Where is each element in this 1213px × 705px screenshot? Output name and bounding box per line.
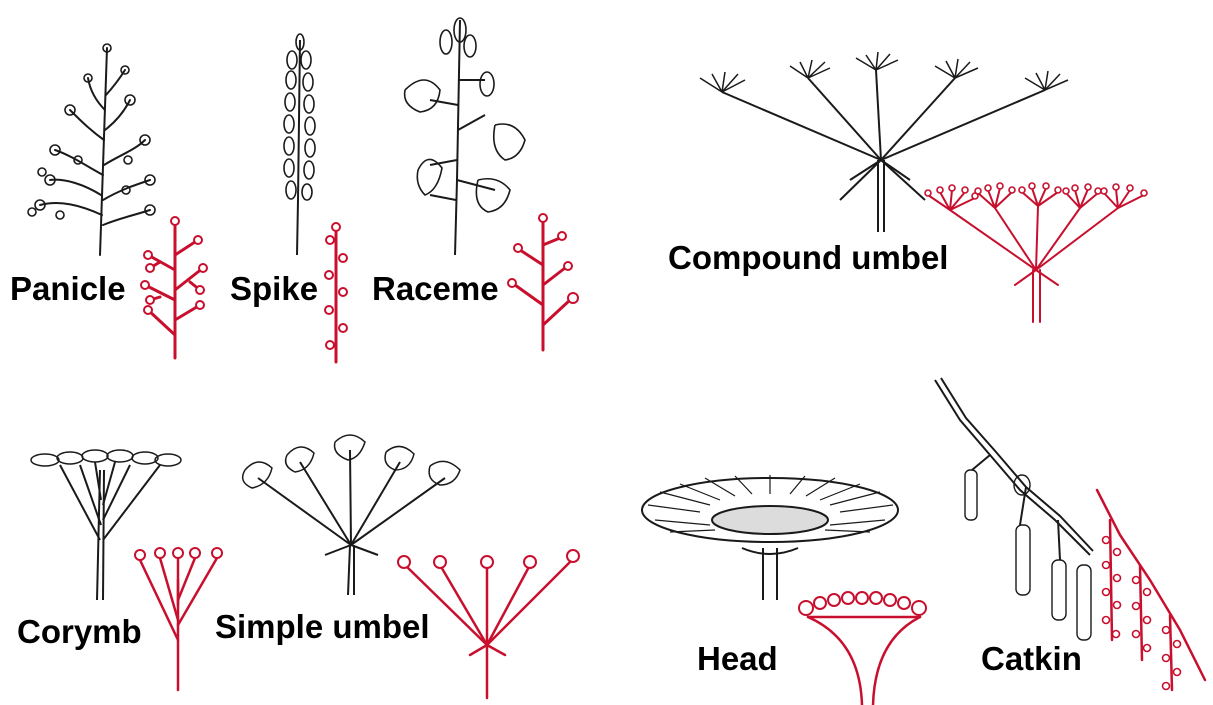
raceme-drawing xyxy=(405,18,525,255)
raceme-diagram xyxy=(508,214,578,350)
corymb-diagram xyxy=(135,548,222,690)
corymb-drawing xyxy=(31,450,181,600)
catkin-diagram xyxy=(1097,490,1205,690)
corymb-label: Corymb xyxy=(17,615,142,648)
catkin-drawing xyxy=(935,378,1093,640)
spike-label: Spike xyxy=(230,272,318,305)
panicle-diagram xyxy=(141,217,207,358)
compound-umbel-diagram xyxy=(925,183,1147,322)
compound-umbel-drawing xyxy=(700,52,1068,232)
spike-diagram xyxy=(325,223,347,362)
head-diagram xyxy=(799,592,926,705)
head-label: Head xyxy=(697,642,778,675)
head-drawing xyxy=(642,475,898,600)
spike-drawing xyxy=(284,34,315,255)
simple-umbel-drawing xyxy=(243,435,460,595)
panicle-drawing xyxy=(28,44,155,255)
raceme-label: Raceme xyxy=(372,272,499,305)
catkin-label: Catkin xyxy=(981,642,1082,675)
compound-umbel-label: Compound umbel xyxy=(668,241,948,274)
simple-umbel-label: Simple umbel xyxy=(215,610,430,643)
panicle-label: Panicle xyxy=(10,272,126,305)
